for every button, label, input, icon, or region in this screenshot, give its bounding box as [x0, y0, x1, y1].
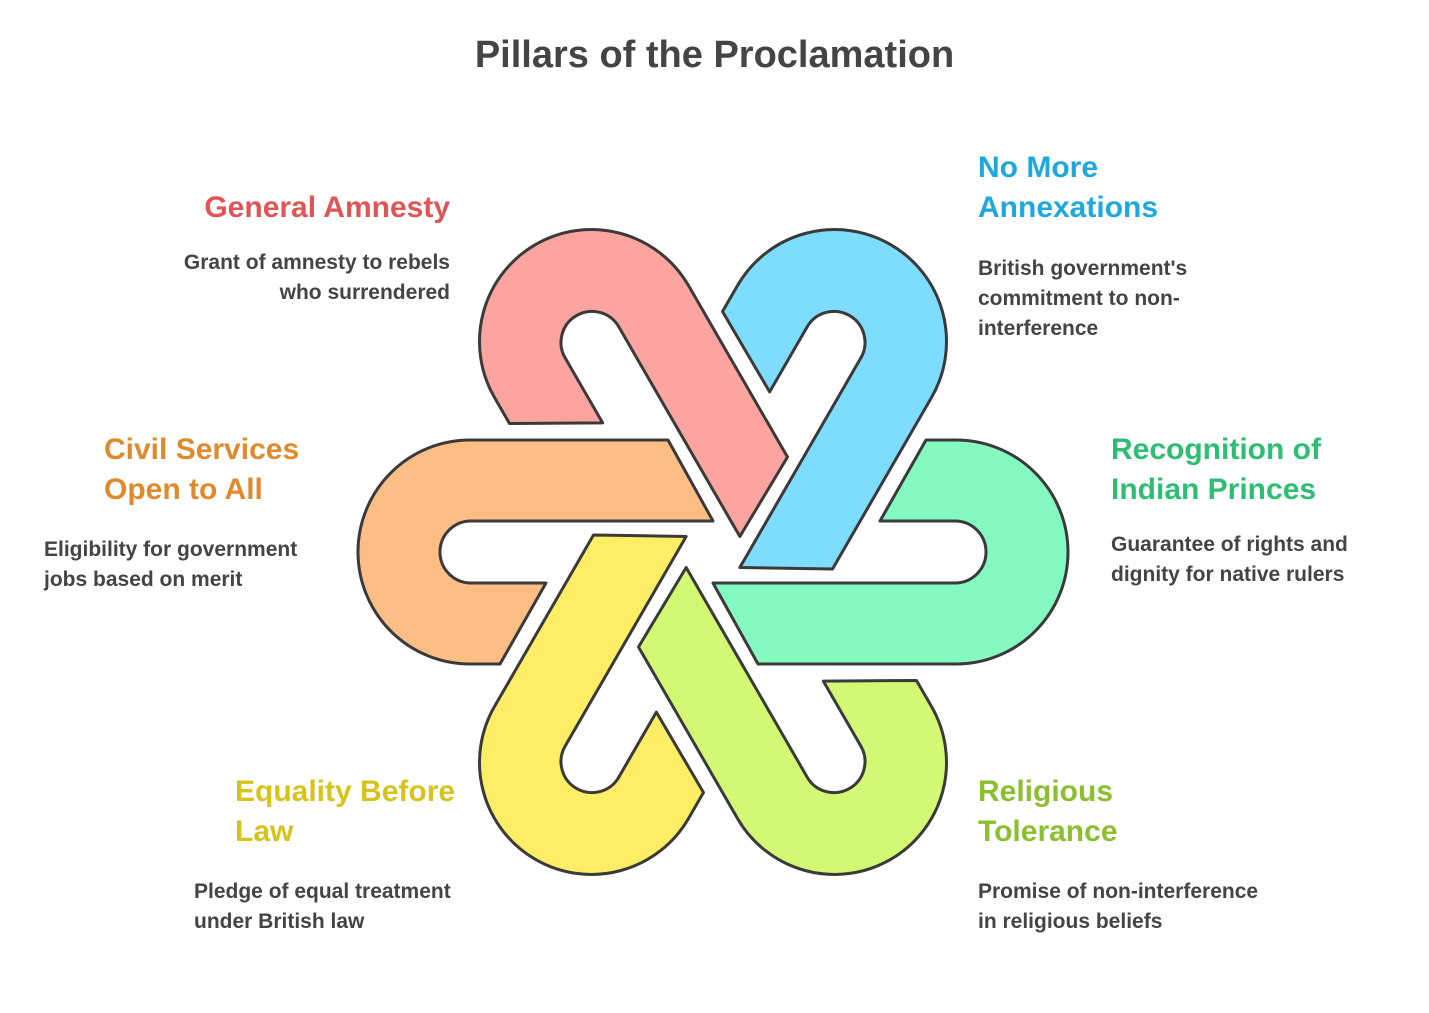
pillar-loop-religious-tolerance [637, 566, 948, 876]
pillar-heading-equality-before-law: Equality Before Law [235, 775, 456, 848]
pillar-loop-no-more-annexations [721, 228, 948, 571]
pillar-desc-equality-before-law: Pledge of equal treatment under British … [194, 880, 451, 933]
pillar-heading-civil-services: Civil Services Open to All [104, 433, 300, 506]
pillar-loop-general-amnesty [478, 228, 789, 538]
pillar-heading-general-amnesty: General Amnesty [204, 191, 450, 224]
pillar-desc-no-more-annexations: British government's commitment to non-i… [978, 257, 1188, 340]
pillar-heading-indian-princes: Recognition of Indian Princes [1111, 433, 1321, 506]
pillar-desc-religious-tolerance: Promise of non-interference in religious… [978, 880, 1259, 933]
pillar-loop-equality-before-law [478, 533, 705, 876]
pillar-desc-civil-services: Eligibility for government jobs based on… [44, 538, 298, 591]
diagram-title: Pillars of the Proclamation [474, 34, 955, 76]
pillar-loop-civil-services [356, 438, 715, 666]
pillar-heading-religious-tolerance: Religious Tolerance [978, 775, 1118, 848]
pillar-desc-general-amnesty: Grant of amnesty to rebels who surrender… [183, 251, 450, 304]
pillar-desc-indian-princes: Guarantee of rights and dignity for nati… [1111, 533, 1348, 586]
pillar-loop-indian-princes [711, 438, 1070, 666]
pillar-heading-no-more-annexations: No More Annexations [978, 151, 1159, 224]
